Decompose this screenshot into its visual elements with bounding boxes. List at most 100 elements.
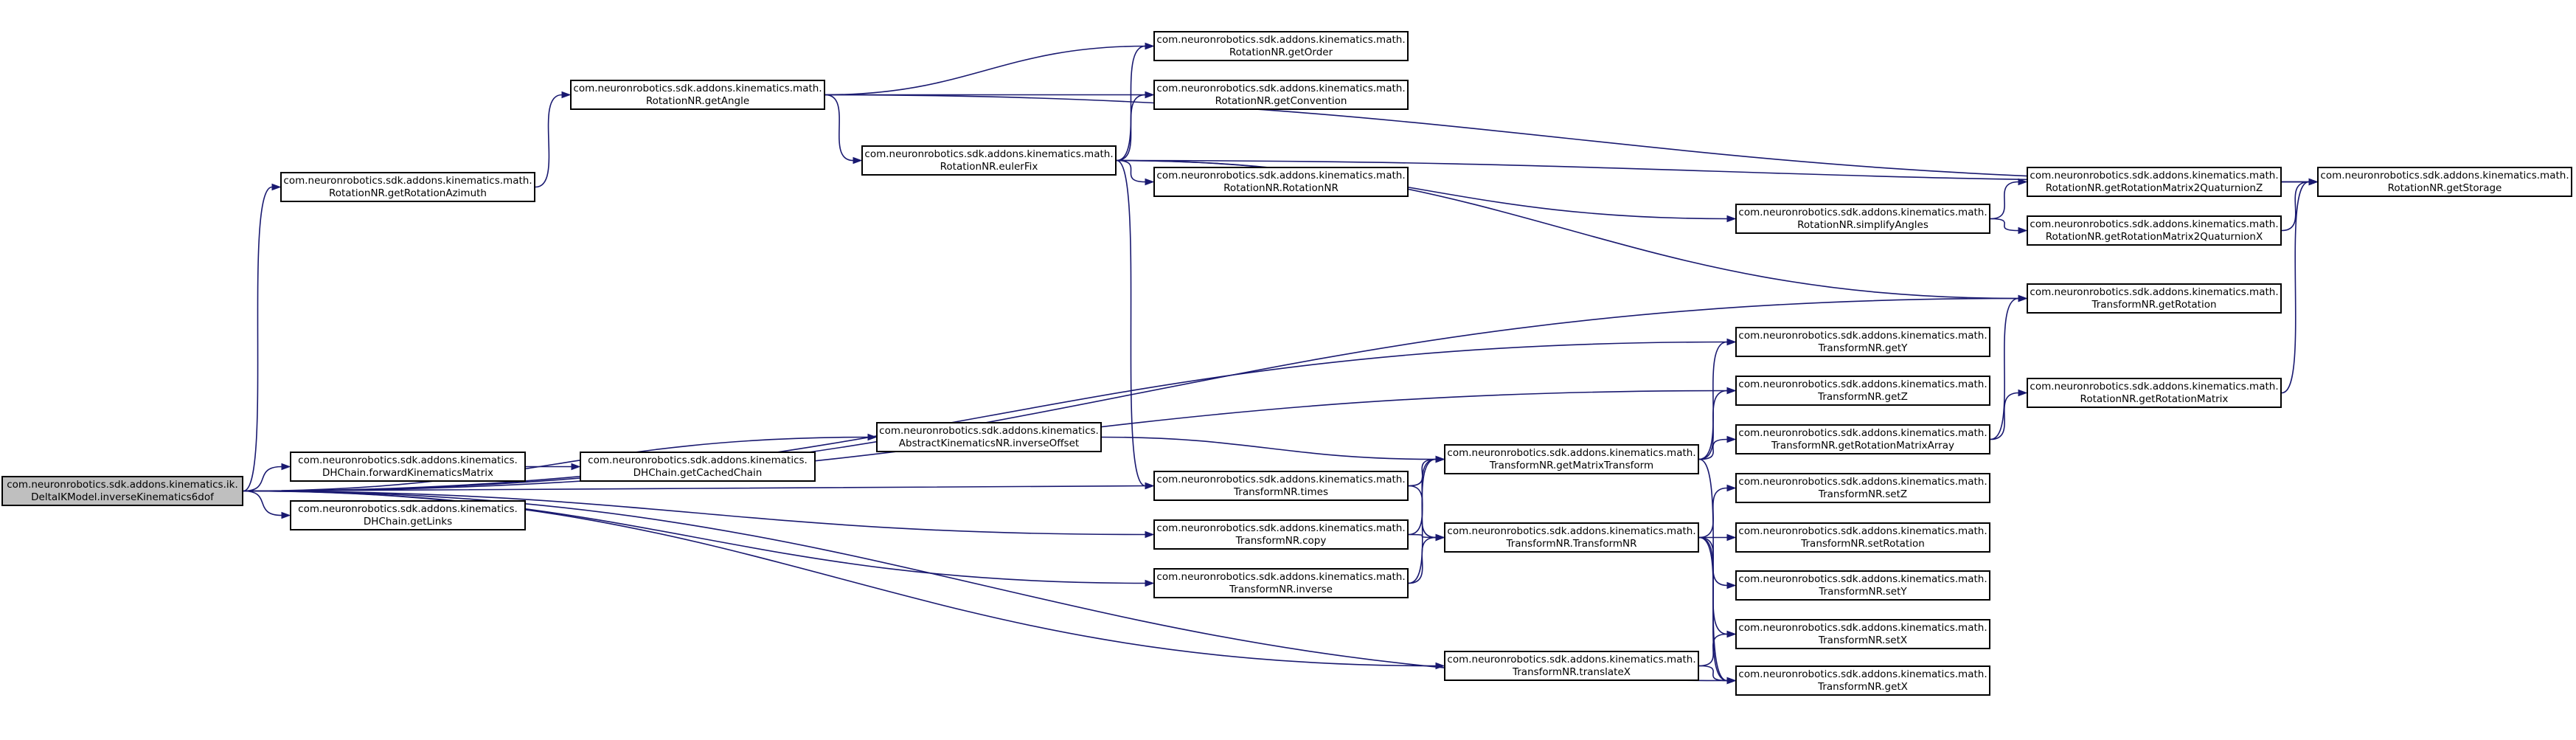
node-label-line1: com.neuronrobotics.sdk.addons.kinematics…	[1738, 525, 1987, 537]
node-label-line2: TransformNR.getRotation	[2091, 298, 2217, 311]
node-label-line1: com.neuronrobotics.sdk.addons.kinematics…	[1738, 426, 1987, 439]
call-edge-inverse-to-transformNR	[1408, 536, 1437, 584]
node-get-rotation[interactable]: com.neuronrobotics.sdk.addons.kinematics…	[2027, 283, 2282, 314]
call-edge-getMatrixTransform-to-getZ	[1698, 390, 1728, 460]
node-label-line2: TransformNR.setY	[1819, 585, 1907, 598]
node-label-line1: com.neuronrobotics.sdk.addons.kinematics…	[1156, 82, 1406, 94]
arrowhead-root-to-getLinks	[281, 511, 291, 519]
arrowhead-root-to-copy	[1145, 530, 1155, 539]
node-label-line2: RotationNR.getStorage	[2387, 181, 2502, 194]
arrowhead-simplifyAngles-to-quatZ	[2018, 178, 2028, 186]
node-label-line1: com.neuronrobotics.sdk.addons.kinematics…	[2030, 380, 2279, 393]
call-edge-translateX-to-setX	[1698, 633, 1728, 667]
node-transform-nr-constructor[interactable]: com.neuronrobotics.sdk.addons.kinematics…	[1444, 522, 1699, 553]
call-edge-getAngle-to-eulerFix	[824, 94, 854, 162]
call-edge-times-to-getMatrixTransform	[1408, 458, 1437, 487]
node-translate-x[interactable]: com.neuronrobotics.sdk.addons.kinematics…	[1444, 651, 1699, 681]
node-inverse-kinematics-6dof[interactable]: com.neuronrobotics.sdk.addons.kinematics…	[1, 476, 243, 506]
node-label-line2: TransformNR.getZ	[1818, 390, 1908, 403]
node-label-line1: com.neuronrobotics.sdk.addons.kinematics…	[298, 502, 518, 515]
call-edge-getRotationMatrixArray-to-getRotation	[1990, 297, 2019, 440]
node-get-rotation-matrix-array[interactable]: com.neuronrobotics.sdk.addons.kinematics…	[1735, 424, 1990, 454]
node-inverse[interactable]: com.neuronrobotics.sdk.addons.kinematics…	[1153, 568, 1409, 598]
node-set-x[interactable]: com.neuronrobotics.sdk.addons.kinematics…	[1735, 619, 1990, 649]
node-get-y[interactable]: com.neuronrobotics.sdk.addons.kinematics…	[1735, 327, 1990, 357]
node-label-line2: TransformNR.getY	[1818, 342, 1908, 354]
arrowhead-eulerFix-to-getConvention	[1145, 91, 1155, 99]
node-rotation-matrix-to-quaternion-z[interactable]: com.neuronrobotics.sdk.addons.kinematics…	[2027, 167, 2282, 197]
arrowhead-transformNR-to-setY	[1726, 581, 1737, 589]
node-rotation-nr-constructor[interactable]: com.neuronrobotics.sdk.addons.kinematics…	[1153, 167, 1409, 197]
arrowhead-eulerFix-to-simplifyAngles	[1726, 215, 1737, 223]
node-simplify-angles[interactable]: com.neuronrobotics.sdk.addons.kinematics…	[1735, 204, 1990, 234]
arrowhead-getRotationMatrixArray-to-getRotation	[2018, 294, 2028, 302]
node-label-line1: com.neuronrobotics.sdk.addons.kinematics…	[1738, 621, 1987, 634]
node-label-line2: TransformNR.getMatrixTransform	[1489, 459, 1654, 471]
node-label-line1: com.neuronrobotics.sdk.addons.kinematics…	[1447, 653, 1696, 665]
node-get-matrix-transform[interactable]: com.neuronrobotics.sdk.addons.kinematics…	[1444, 444, 1699, 474]
node-label-line1: com.neuronrobotics.sdk.addons.kinematics…	[1156, 473, 1406, 485]
node-label-line2: RotationNR.getRotationMatrix	[2080, 393, 2229, 405]
arrowhead-transformNR-to-setZ	[1726, 484, 1737, 492]
node-forward-kinematics-matrix[interactable]: com.neuronrobotics.sdk.addons.kinematics…	[290, 452, 526, 482]
call-edge-inverseOffset-to-getMatrixTransform	[1101, 436, 1437, 460]
node-label-line2: RotationNR.getAngle	[645, 94, 750, 107]
node-label-line2: DHChain.getLinks	[363, 515, 453, 528]
node-label-line2: RotationNR.RotationNR	[1223, 181, 1339, 194]
node-label-line2: TransformNR.times	[1234, 485, 1328, 498]
call-edge-getMatrixTransform-to-getRotationMatrixArray	[1698, 438, 1728, 460]
node-get-rotation-matrix[interactable]: com.neuronrobotics.sdk.addons.kinematics…	[2027, 378, 2282, 408]
node-inverse-offset[interactable]: com.neuronrobotics.sdk.addons.kinematics…	[876, 422, 1102, 452]
call-edge-getMatrixTransform-to-getY	[1698, 341, 1728, 460]
call-edge-eulerFix-to-getOrder	[1116, 45, 1146, 162]
arrowhead-getMatrixTransform-to-getRotationMatrixArray	[1726, 435, 1737, 443]
node-get-order[interactable]: com.neuronrobotics.sdk.addons.kinematics…	[1153, 31, 1409, 61]
node-label-line1: com.neuronrobotics.sdk.addons.kinematics…	[864, 148, 1114, 160]
node-label-line2: TransformNR.setX	[1818, 634, 1908, 646]
node-get-z[interactable]: com.neuronrobotics.sdk.addons.kinematics…	[1735, 376, 1990, 406]
node-times[interactable]: com.neuronrobotics.sdk.addons.kinematics…	[1153, 471, 1409, 501]
arrowhead-getRotationAzimuth-to-getAngle	[561, 91, 572, 99]
node-set-rotation[interactable]: com.neuronrobotics.sdk.addons.kinematics…	[1735, 522, 1990, 553]
node-get-angle[interactable]: com.neuronrobotics.sdk.addons.kinematics…	[570, 80, 825, 110]
node-set-z[interactable]: com.neuronrobotics.sdk.addons.kinematics…	[1735, 473, 1990, 503]
call-edge-translateX-to-getX	[1698, 665, 1728, 682]
node-label-line2: RotationNR.getConvention	[1215, 94, 1347, 107]
arrowhead-translateX-to-getX	[1726, 677, 1737, 685]
node-label-line1: com.neuronrobotics.sdk.addons.kinematics…	[1738, 329, 1987, 342]
node-label-line1: com.neuronrobotics.sdk.addons.kinematics…	[298, 454, 518, 466]
node-get-storage[interactable]: com.neuronrobotics.sdk.addons.kinematics…	[2317, 167, 2572, 197]
node-label-line1: com.neuronrobotics.sdk.addons.kinematics…	[1738, 573, 1987, 585]
node-label-line2: RotationNR.simplifyAngles	[1797, 218, 1928, 231]
node-rotation-matrix-to-quaternion-x[interactable]: com.neuronrobotics.sdk.addons.kinematics…	[2027, 215, 2282, 246]
arrowhead-getRotationMatrixArray-to-getRotationMatrix	[2018, 389, 2028, 397]
node-label-line1: com.neuronrobotics.sdk.addons.kinematics…	[2030, 169, 2279, 181]
node-euler-fix[interactable]: com.neuronrobotics.sdk.addons.kinematics…	[861, 145, 1117, 176]
node-label-line1: com.neuronrobotics.sdk.addons.kinematics…	[879, 424, 1099, 437]
node-copy[interactable]: com.neuronrobotics.sdk.addons.kinematics…	[1153, 519, 1409, 550]
call-edge-transformNR-to-setZ	[1698, 487, 1728, 539]
node-get-x[interactable]: com.neuronrobotics.sdk.addons.kinematics…	[1735, 665, 1990, 696]
node-label-line1: com.neuronrobotics.sdk.addons.kinematics…	[1447, 525, 1696, 537]
arrowhead-root-to-inverse	[1145, 579, 1155, 587]
arrowhead-getMatrixTransform-to-getY	[1726, 338, 1737, 346]
node-get-links[interactable]: com.neuronrobotics.sdk.addons.kinematics…	[290, 500, 526, 530]
node-label-line1: com.neuronrobotics.sdk.addons.kinematics…	[1738, 668, 1987, 680]
node-label-line2: TransformNR.getRotationMatrixArray	[1771, 439, 1954, 452]
node-set-y[interactable]: com.neuronrobotics.sdk.addons.kinematics…	[1735, 570, 1990, 601]
node-label-line2: RotationNR.getRotationMatrix2QuaturnionX	[2045, 230, 2263, 243]
node-label-line2: RotationNR.getRotationAzimuth	[328, 187, 487, 199]
node-get-rotation-azimuth[interactable]: com.neuronrobotics.sdk.addons.kinematics…	[280, 172, 535, 202]
arrowhead-root-to-forwardKinematicsMatrix	[281, 463, 291, 471]
node-label-line1: com.neuronrobotics.sdk.addons.kinematics…	[1447, 446, 1696, 459]
node-get-convention[interactable]: com.neuronrobotics.sdk.addons.kinematics…	[1153, 80, 1409, 110]
call-edge-root-to-getLinks	[243, 490, 282, 516]
node-get-cached-chain[interactable]: com.neuronrobotics.sdk.addons.kinematics…	[580, 452, 816, 482]
call-edge-eulerFix-to-rotationNR	[1116, 159, 1146, 183]
node-label-line1: com.neuronrobotics.sdk.addons.kinematics…	[1156, 169, 1406, 181]
arrowhead-transformNR-to-setRotation	[1726, 533, 1737, 542]
arrowhead-getAngle-to-eulerFix	[853, 156, 863, 165]
call-edge-getRotationMatrix-to-getStorage	[2281, 181, 2310, 394]
